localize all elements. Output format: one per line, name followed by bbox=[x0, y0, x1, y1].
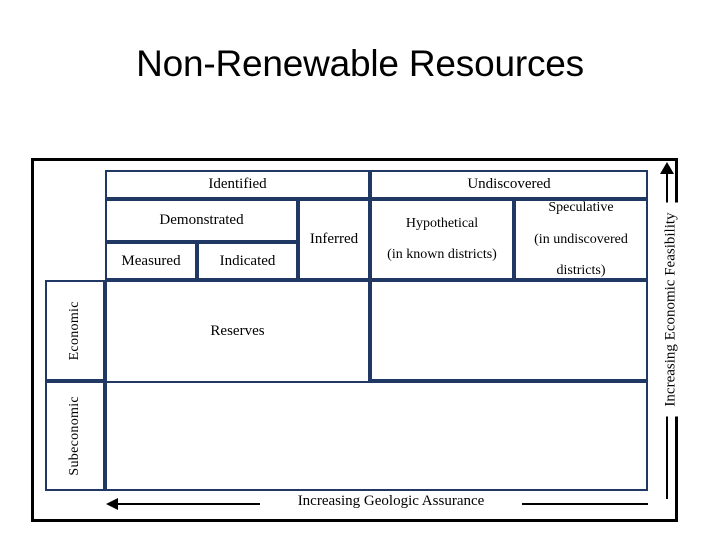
hypothetical-line-1: Hypothetical bbox=[405, 215, 479, 231]
page-title: Non-Renewable Resources bbox=[136, 43, 584, 84]
cell-measured: Measured bbox=[105, 242, 197, 280]
cell-undiscovered: Undiscovered bbox=[370, 170, 648, 199]
axis-increasing-geologic-assurance: Increasing Geologic Assurance bbox=[106, 491, 648, 517]
cell-economic-undiscovered-region bbox=[370, 280, 648, 381]
axis-horizontal-label: Increasing Geologic Assurance bbox=[260, 493, 522, 510]
cell-indicated: Indicated bbox=[197, 242, 298, 280]
cell-economic-label: Economic bbox=[45, 280, 105, 381]
speculative-line-3: districts) bbox=[556, 263, 606, 279]
cell-speculative-text: Speculative (in undiscovered districts) bbox=[534, 200, 628, 278]
cell-hypothetical: Hypothetical (in known districts) bbox=[370, 199, 514, 280]
axis-vertical-label: Increasing Economic Feasibility bbox=[660, 202, 682, 417]
hypothetical-line-2: (in known districts) bbox=[387, 247, 497, 263]
arrow-up-icon bbox=[660, 162, 674, 174]
cell-inferred: Inferred bbox=[298, 199, 370, 280]
cell-subeconomic-region bbox=[105, 381, 648, 491]
speculative-line-1: Speculative bbox=[548, 200, 614, 216]
arrow-left-icon bbox=[106, 498, 118, 510]
speculative-line-2: (in undiscovered bbox=[534, 231, 628, 247]
cell-demonstrated: Demonstrated bbox=[105, 199, 298, 242]
cell-subeconomic-label: Subeconomic bbox=[45, 381, 105, 491]
axis-increasing-economic-feasibility: Increasing Economic Feasibility bbox=[658, 162, 698, 499]
cell-reserves: Reserves bbox=[105, 280, 370, 383]
cell-hypothetical-text: Hypothetical (in known districts) bbox=[387, 216, 497, 263]
resource-classification-figure: Identified Undiscovered Demonstrated Inf… bbox=[31, 158, 682, 525]
cell-speculative: Speculative (in undiscovered districts) bbox=[514, 199, 648, 280]
cell-identified: Identified bbox=[105, 170, 370, 199]
figure-inner-layer: Identified Undiscovered Demonstrated Inf… bbox=[34, 161, 682, 525]
